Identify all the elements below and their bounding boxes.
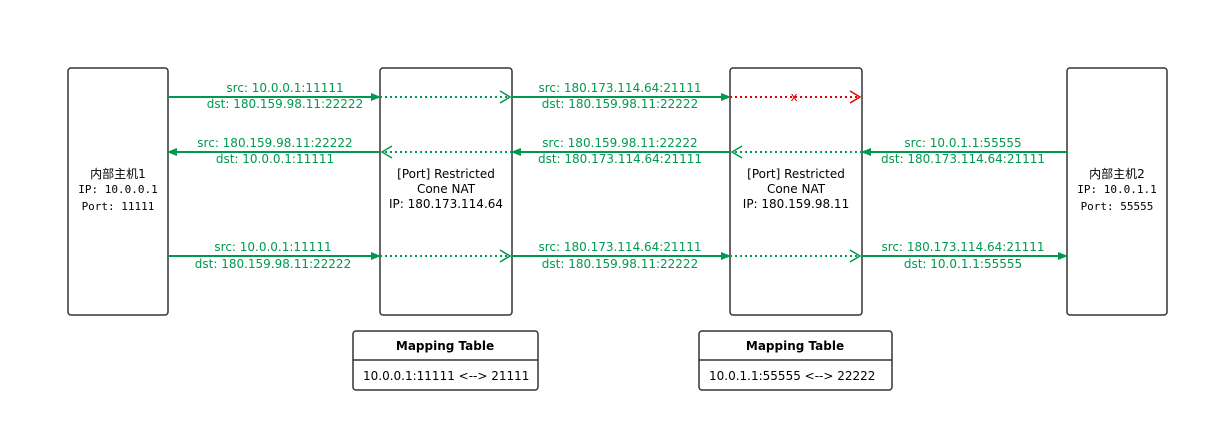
row2-seg2-src: src: 180.159.98.11:22222: [542, 136, 697, 150]
row2-seg3-dst: dst: 10.0.0.1:11111: [216, 152, 334, 166]
row1-blocked-mark: x: [790, 90, 797, 104]
nat1-node: [Port] Restricted Cone NAT IP: 180.173.1…: [379, 67, 513, 316]
host1-ip: IP: 10.0.0.1: [78, 183, 157, 196]
flow-row2: src: 10.0.1.1:55555 dst: 180.173.114.64:…: [167, 136, 1067, 166]
host2-ip: IP: 10.0.1.1: [1077, 183, 1156, 196]
nat1-table-header: Mapping Table: [396, 339, 494, 353]
row2-seg1-dst: dst: 180.173.114.64:21111: [881, 152, 1045, 166]
nat2-type-line1: [Port] Restricted: [747, 167, 845, 181]
row3-seg1-dst: dst: 180.159.98.11:22222: [195, 257, 351, 271]
nat2-mapping-table: Mapping Table 10.0.1.1:55555 <--> 22222: [698, 330, 893, 391]
nat2-table-header: Mapping Table: [746, 339, 844, 353]
row3-seg2-src: src: 180.173.114.64:21111: [538, 240, 701, 254]
row3-seg2-dst: dst: 180.159.98.11:22222: [542, 257, 698, 271]
host2-title: 内部主机2: [1089, 166, 1145, 181]
row1-seg1-dst: dst: 180.159.98.11:22222: [207, 97, 363, 111]
row2-seg3-src: src: 180.159.98.11:22222: [197, 136, 352, 150]
nat2-table-row: 10.0.1.1:55555 <--> 22222: [709, 369, 875, 383]
nat1-type-line1: [Port] Restricted: [397, 167, 495, 181]
row2-seg2-dst: dst: 180.173.114.64:21111: [538, 152, 702, 166]
row3-seg3-dst: dst: 10.0.1.1:55555: [904, 257, 1022, 271]
row1-seg2-src: src: 180.173.114.64:21111: [538, 81, 701, 95]
flow-row3: src: 10.0.0.1:11111 dst: 180.159.98.11:2…: [168, 240, 1068, 271]
host2-port: Port: 55555: [1081, 200, 1154, 213]
host2-node: 内部主机2 IP: 10.0.1.1 Port: 55555: [1066, 67, 1168, 316]
nat2-node: [Port] Restricted Cone NAT IP: 180.159.9…: [729, 67, 863, 316]
host1-node: 内部主机1 IP: 10.0.0.1 Port: 11111: [67, 67, 169, 316]
host1-port: Port: 11111: [82, 200, 155, 213]
nat2-ip: IP: 180.159.98.11: [743, 197, 849, 211]
row3-seg1-src: src: 10.0.0.1:11111: [214, 240, 331, 254]
row2-seg1-src: src: 10.0.1.1:55555: [904, 136, 1021, 150]
row3-seg3-src: src: 180.173.114.64:21111: [881, 240, 1044, 254]
row1-seg2-dst: dst: 180.159.98.11:22222: [542, 97, 698, 111]
nat2-type-line2: Cone NAT: [767, 182, 826, 196]
nat1-table-row: 10.0.0.1:11111 <--> 21111: [363, 369, 529, 383]
host1-title: 内部主机1: [90, 166, 146, 181]
flow-row1: x src: 10.0.0.1:11111 dst: 180.159.98.11…: [168, 81, 860, 111]
nat1-mapping-table: Mapping Table 10.0.0.1:11111 <--> 21111: [352, 330, 539, 391]
row1-seg1-src: src: 10.0.0.1:11111: [226, 81, 343, 95]
nat1-ip: IP: 180.173.114.64: [389, 197, 503, 211]
nat1-type-line2: Cone NAT: [417, 182, 476, 196]
